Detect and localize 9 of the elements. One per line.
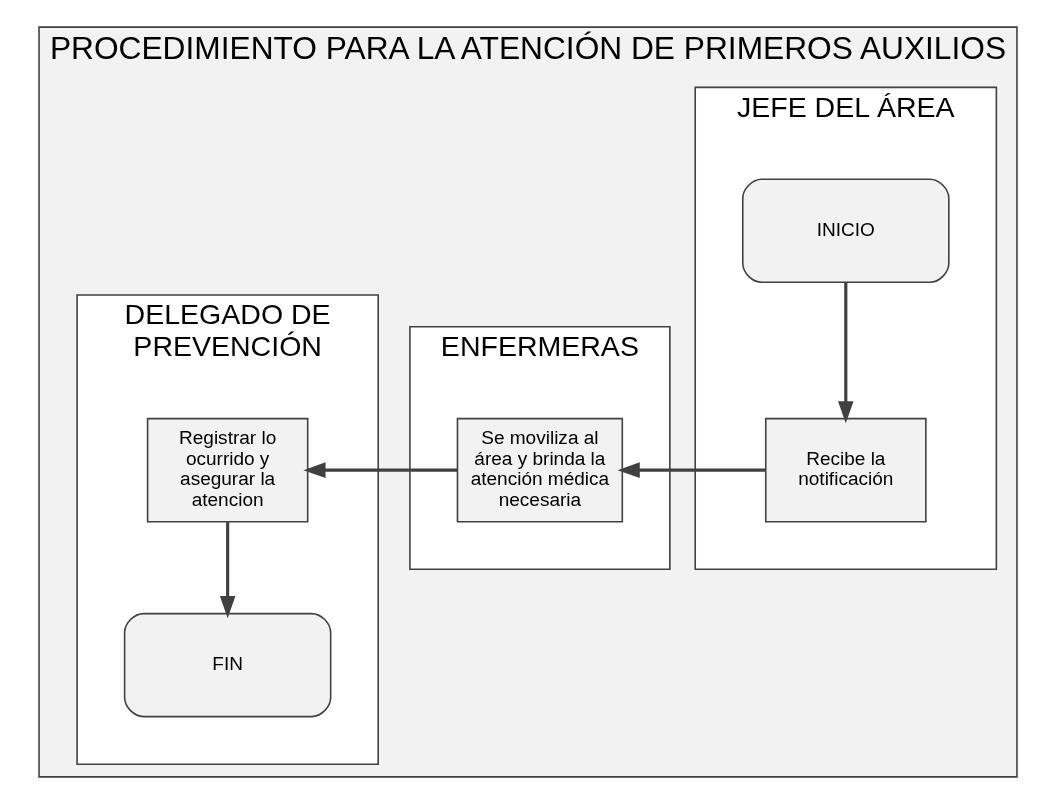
arrow — [617, 462, 765, 478]
arrow — [219, 522, 235, 619]
node-box: INICIO — [741, 178, 950, 284]
node-box: Se moviliza al área y brinda la atención médica necesaria — [456, 417, 623, 523]
arrow — [837, 282, 854, 424]
node-box: Recibe la notificación — [764, 417, 927, 523]
node-box: FIN — [123, 612, 331, 718]
node-box: Registrar lo ocurrido y asegurar la atencion — [146, 417, 308, 523]
arrow — [302, 462, 457, 478]
